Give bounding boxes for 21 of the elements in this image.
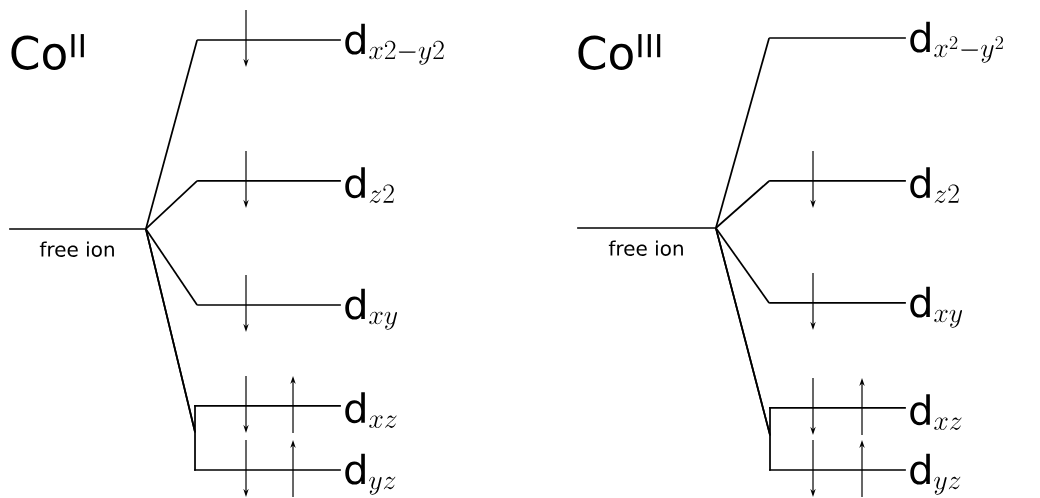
energy-level: $\mathrm{d}_{yz}$ <box>193 453 396 495</box>
energy-level: $\mathrm{d}_{xy}$ <box>196 288 398 330</box>
energy-level: free ion <box>8 228 147 257</box>
splitting-line <box>715 227 770 304</box>
splitting-line <box>145 180 198 230</box>
energy-level: $\mathrm{d}_{yz}$ <box>768 453 961 495</box>
energy-level: $\mathrm{d}_{z2}$ <box>768 167 959 203</box>
energy-level: free ion <box>576 227 717 256</box>
energy-level: $\mathrm{d}_{xy}$ <box>768 286 963 328</box>
splitting-line <box>145 228 198 306</box>
splitting-line <box>715 37 770 229</box>
energy-level: $\mathrm{d}_{xz}$ <box>768 394 962 430</box>
energy-level: $\mathrm{d}_{x2-y2}$ <box>196 23 444 65</box>
ion-label: Co$^{III}$ <box>578 34 661 70</box>
splitting-line <box>145 39 198 230</box>
energy-level: $\mathrm{d}_{x^2-y^2}$ <box>768 21 1004 63</box>
energy-level: $\mathrm{d}_{xz}$ <box>193 392 397 428</box>
ion-label: Co$^{II}$ <box>11 34 84 70</box>
splitting-line <box>145 228 196 471</box>
splitting-line <box>715 180 770 229</box>
energy-level: $\mathrm{d}_{z2}$ <box>196 167 394 203</box>
